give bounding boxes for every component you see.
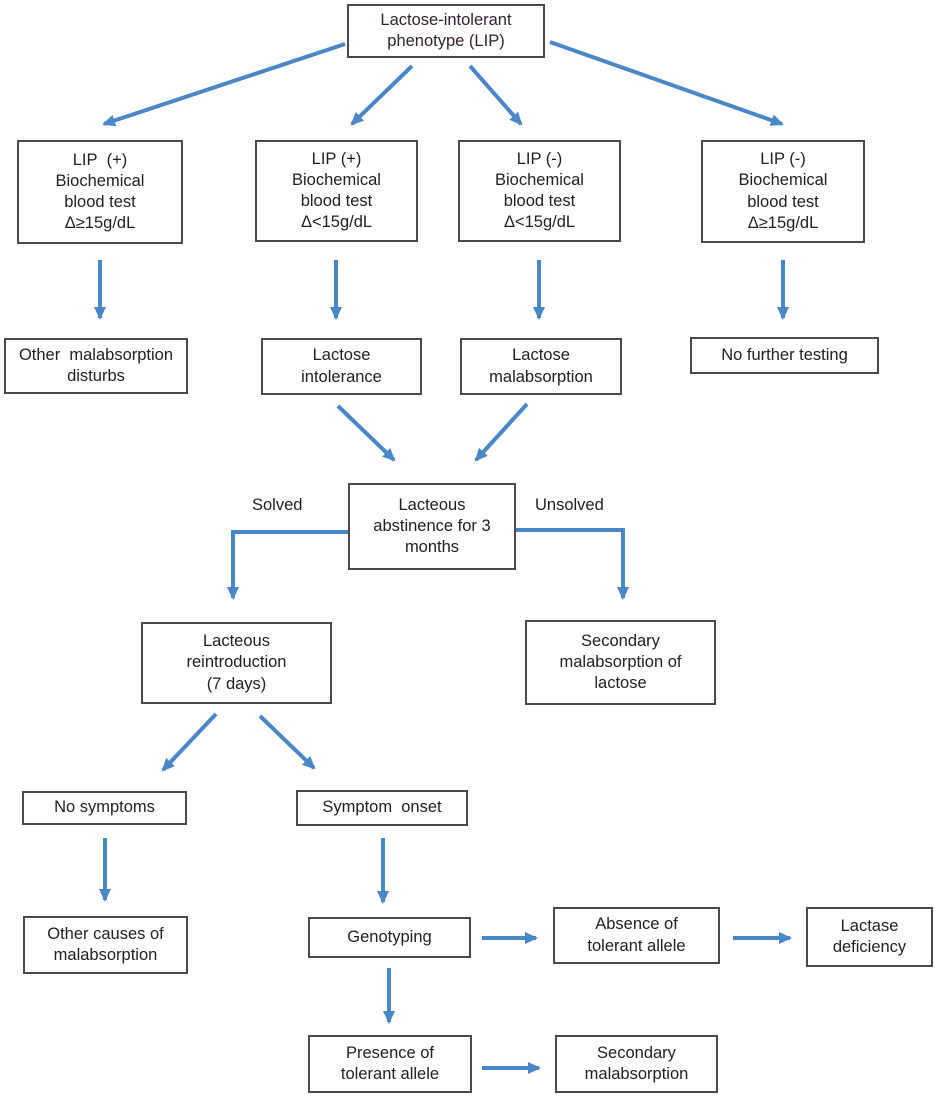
node-label: LIP (+) Biochemical blood test Δ<15g/dL — [292, 149, 381, 232]
node-lacteous-abstinence: Lacteous abstinence for 3 months — [348, 483, 516, 570]
node-label: LIP (+) Biochemical blood test Δ≥15g/dL — [55, 150, 145, 233]
node-presence-of-tolerant-allele: Presence of tolerant allele — [308, 1035, 472, 1093]
arrow-lactose-intolerance-to-abstinence — [336, 404, 396, 462]
edge-label-solved: Solved — [252, 496, 303, 514]
arrow-solved-to-reintroduction — [227, 530, 348, 600]
node-label: Lacteous abstinence for 3 months — [373, 495, 491, 557]
arrow-root-to-lip-pos-lt15 — [350, 64, 414, 126]
node-secondary-malabsorption: Secondary malabsorption — [555, 1035, 718, 1093]
node-secondary-malabsorption-of-lactose: Secondary malabsorption of lactose — [525, 620, 716, 705]
node-lactase-deficiency: Lactase deficiency — [806, 907, 933, 967]
arrow-root-to-lip-neg-ge15 — [549, 40, 784, 126]
arrow-reintroduction-to-no-symptoms — [161, 712, 218, 772]
node-no-further-testing: No further testing — [690, 337, 879, 374]
node-no-symptoms: No symptoms — [22, 791, 187, 825]
arrow-root-to-lip-neg-lt15 — [468, 64, 523, 126]
node-lip-pos-ge15: LIP (+) Biochemical blood test Δ≥15g/dL — [17, 140, 183, 244]
node-lacteous-reintroduction: Lacteous reintroduction (7 days) — [141, 622, 332, 704]
node-label: Other malabsorption disturbs — [18, 345, 174, 385]
node-other-causes-of-malabsorption: Other causes of malabsorption — [23, 916, 188, 974]
node-label: Symptom onset — [322, 798, 442, 817]
node-lip-pos-lt15: LIP (+) Biochemical blood test Δ<15g/dL — [255, 140, 418, 242]
node-label: Lactose-intolerant phenotype (LIP) — [380, 10, 512, 50]
node-other-malabsorption-disturbs: Other malabsorption disturbs — [4, 338, 188, 394]
node-label: LIP (-) Biochemical blood test Δ<15g/dL — [495, 149, 584, 232]
node-label: Other causes of malabsorption — [47, 924, 164, 964]
node-label: Secondary malabsorption of lactose — [559, 631, 682, 693]
node-label: Lacteous reintroduction (7 days) — [186, 632, 287, 693]
node-label: Lactose malabsorption — [489, 346, 593, 386]
node-label: No symptoms — [54, 798, 155, 817]
node-label: Lactose intolerance — [301, 346, 382, 386]
node-label: Lactase deficiency — [832, 916, 907, 956]
node-lactose-malabsorption: Lactose malabsorption — [460, 338, 622, 395]
node-label: Absence of tolerant allele — [587, 915, 686, 955]
node-genotyping: Genotyping — [308, 917, 471, 958]
node-lip-neg-ge15: LIP (-) Biochemical blood test Δ≥15g/dL — [701, 140, 865, 243]
node-label: Secondary malabsorption — [584, 1043, 689, 1083]
arrow-root-to-lip-pos-ge15 — [102, 42, 346, 127]
edge-label-unsolved: Unsolved — [535, 496, 604, 514]
node-lactose-intolerance: Lactose intolerance — [261, 338, 422, 395]
node-label: No further testing — [721, 345, 848, 364]
node-absence-of-tolerant-allele: Absence of tolerant allele — [553, 907, 720, 964]
node-lactose-intolerant-phenotype: Lactose-intolerant phenotype (LIP) — [347, 4, 545, 58]
arrow-lactose-malabsorption-to-abstinence — [474, 402, 529, 462]
arrow-reintroduction-to-symptom-onset — [258, 714, 316, 770]
node-label: Presence of tolerant allele — [340, 1043, 440, 1083]
node-label: Genotyping — [347, 927, 432, 946]
node-symptom-onset: Symptom onset — [296, 790, 468, 826]
node-label: LIP (-) Biochemical blood test Δ≥15g/dL — [738, 150, 828, 232]
arrow-unsolved-to-secondary-malabsorption-lactose — [516, 528, 629, 600]
node-lip-neg-lt15: LIP (-) Biochemical blood test Δ<15g/dL — [458, 140, 621, 242]
